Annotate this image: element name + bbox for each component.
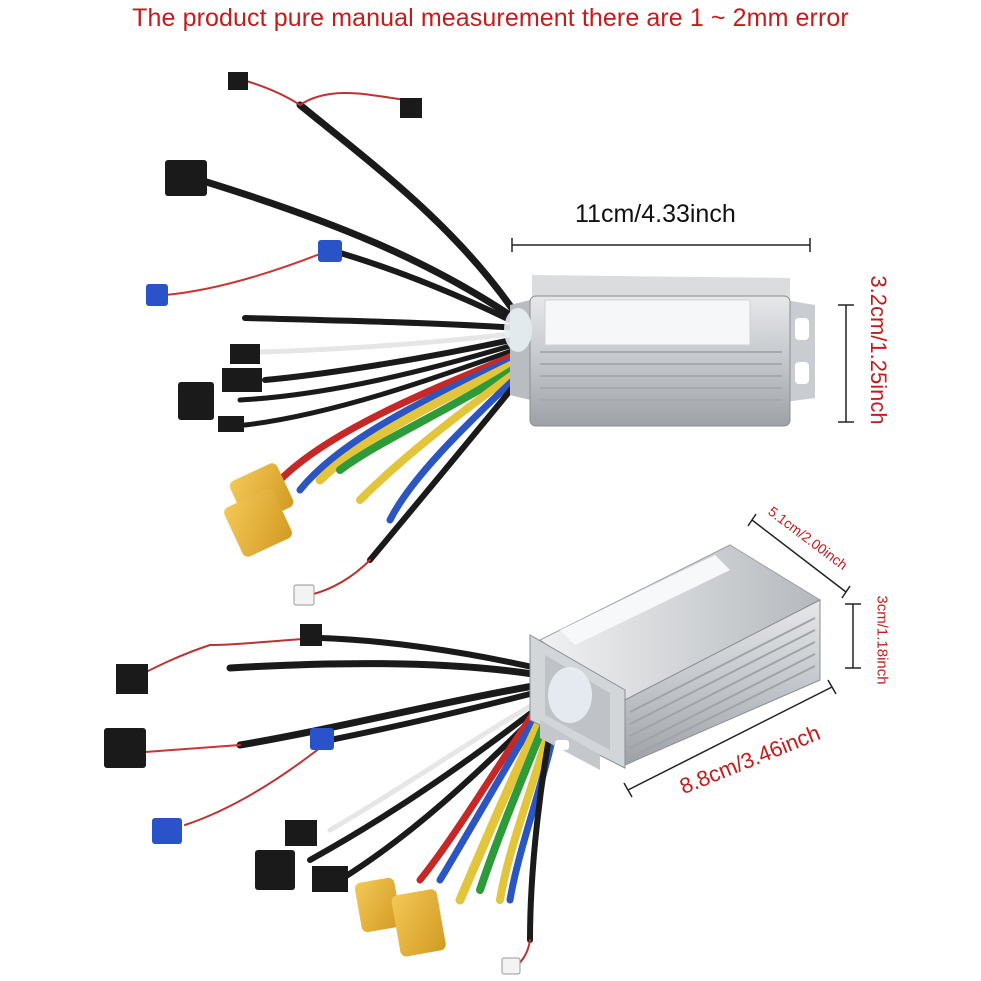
connector-black-multi xyxy=(104,728,146,768)
dimension-label-top-height-text: 3.2cm/1.25inch xyxy=(866,275,891,425)
connector-blue xyxy=(146,284,168,306)
connector-black-small xyxy=(300,624,322,646)
connector-white-small xyxy=(501,957,521,975)
connector-yellow-xt60 xyxy=(391,889,446,957)
dimension-label-top-length: 11cm/4.33inch xyxy=(575,200,736,228)
connector-black-multi xyxy=(165,160,207,196)
dimension-label-bottom-height-text: 3cm/1.18inch xyxy=(873,595,891,685)
connector-black-small xyxy=(222,368,262,392)
bottom-controller xyxy=(104,513,861,975)
connector-black-small xyxy=(230,344,260,364)
bottom-connectors xyxy=(104,624,521,975)
connector-blue xyxy=(310,728,334,750)
measurement-disclaimer: The product pure manual measurement ther… xyxy=(132,4,849,32)
top-connectors xyxy=(146,72,422,606)
connector-black-small xyxy=(228,72,248,90)
connector-black-small xyxy=(312,866,348,892)
connector-black-multi xyxy=(178,382,214,420)
top-wire-harness xyxy=(164,79,527,596)
top-dimension-lines xyxy=(511,238,854,423)
connector-black-small xyxy=(116,664,148,694)
top-controller xyxy=(146,72,854,606)
connector-black-small xyxy=(218,416,244,432)
bottom-wire-harness xyxy=(139,635,566,971)
connector-black-multi xyxy=(255,850,295,890)
bottom-dimension-lines xyxy=(623,513,861,798)
connector-yellow-xt60 xyxy=(354,877,402,933)
connector-black-small xyxy=(400,98,422,118)
connector-yellow-xt60 xyxy=(224,488,292,557)
connector-white-small xyxy=(293,584,315,606)
connector-blue xyxy=(318,240,342,262)
top-controller-housing xyxy=(504,275,815,427)
connector-black-small xyxy=(285,820,317,846)
bottom-controller-housing xyxy=(529,544,822,770)
connector-blue xyxy=(152,818,182,844)
